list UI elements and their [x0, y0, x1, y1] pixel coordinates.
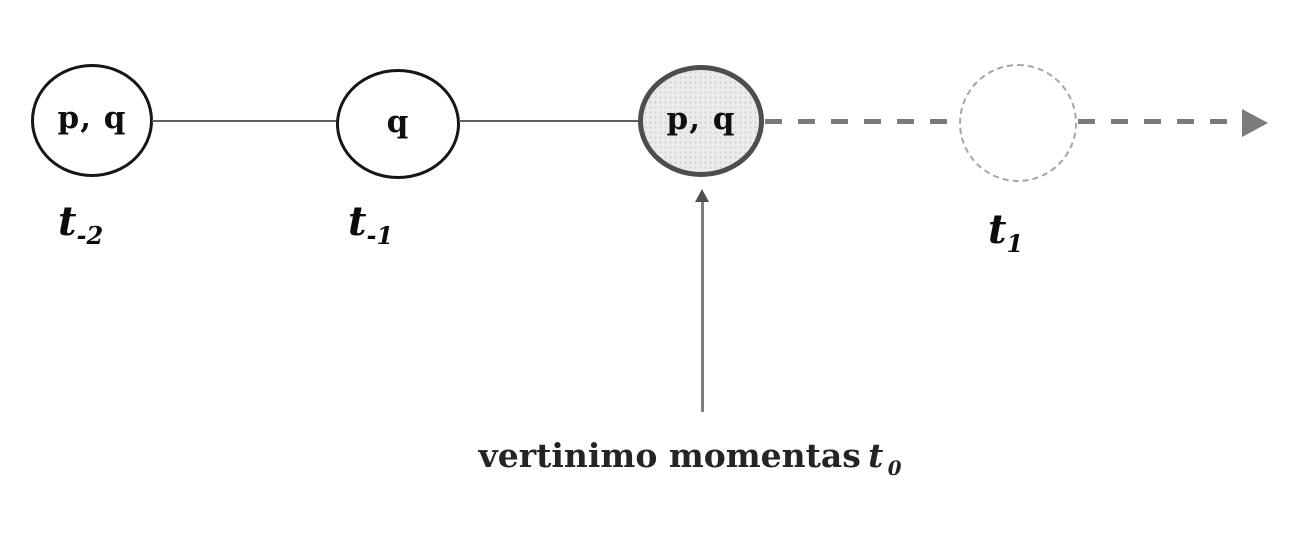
connector-t-minus-2-to-t-minus-1	[152, 120, 338, 122]
node-state-label: p, q	[57, 100, 127, 136]
node-state-t0-highlighted: p, q	[638, 65, 764, 177]
node-state-t1-future	[959, 64, 1077, 182]
caption-time-sub: 0	[887, 455, 902, 480]
dashed-connector-t0-to-t1	[765, 119, 958, 124]
arrow-up-icon	[695, 189, 709, 202]
arrow-right-icon	[1242, 109, 1268, 137]
time-label-base: t	[348, 198, 367, 245]
time-label-sub: 1	[1006, 229, 1024, 259]
node-state-label: p, q	[666, 100, 736, 137]
time-label-base: t	[58, 198, 77, 245]
node-state-t-minus-2: p, q	[31, 64, 153, 177]
dashed-connector-t1-to-future	[1078, 119, 1242, 124]
time-label-t1: t1	[988, 210, 1023, 256]
time-label-sub: -1	[366, 221, 394, 251]
caption-time-base: t	[868, 436, 884, 475]
time-label-base: t	[988, 206, 1007, 253]
node-state-label: q	[386, 103, 410, 140]
node-state-t-minus-1: q	[336, 69, 460, 179]
time-label-t-minus-1: t-1	[348, 202, 393, 248]
time-label-t-minus-2: t-2	[58, 202, 103, 248]
connector-t-minus-1-to-t0	[459, 120, 640, 122]
time-label-sub: -2	[76, 221, 104, 251]
caption-text: vertinimo momentas	[478, 436, 861, 475]
evaluation-arrow-line	[701, 200, 704, 412]
